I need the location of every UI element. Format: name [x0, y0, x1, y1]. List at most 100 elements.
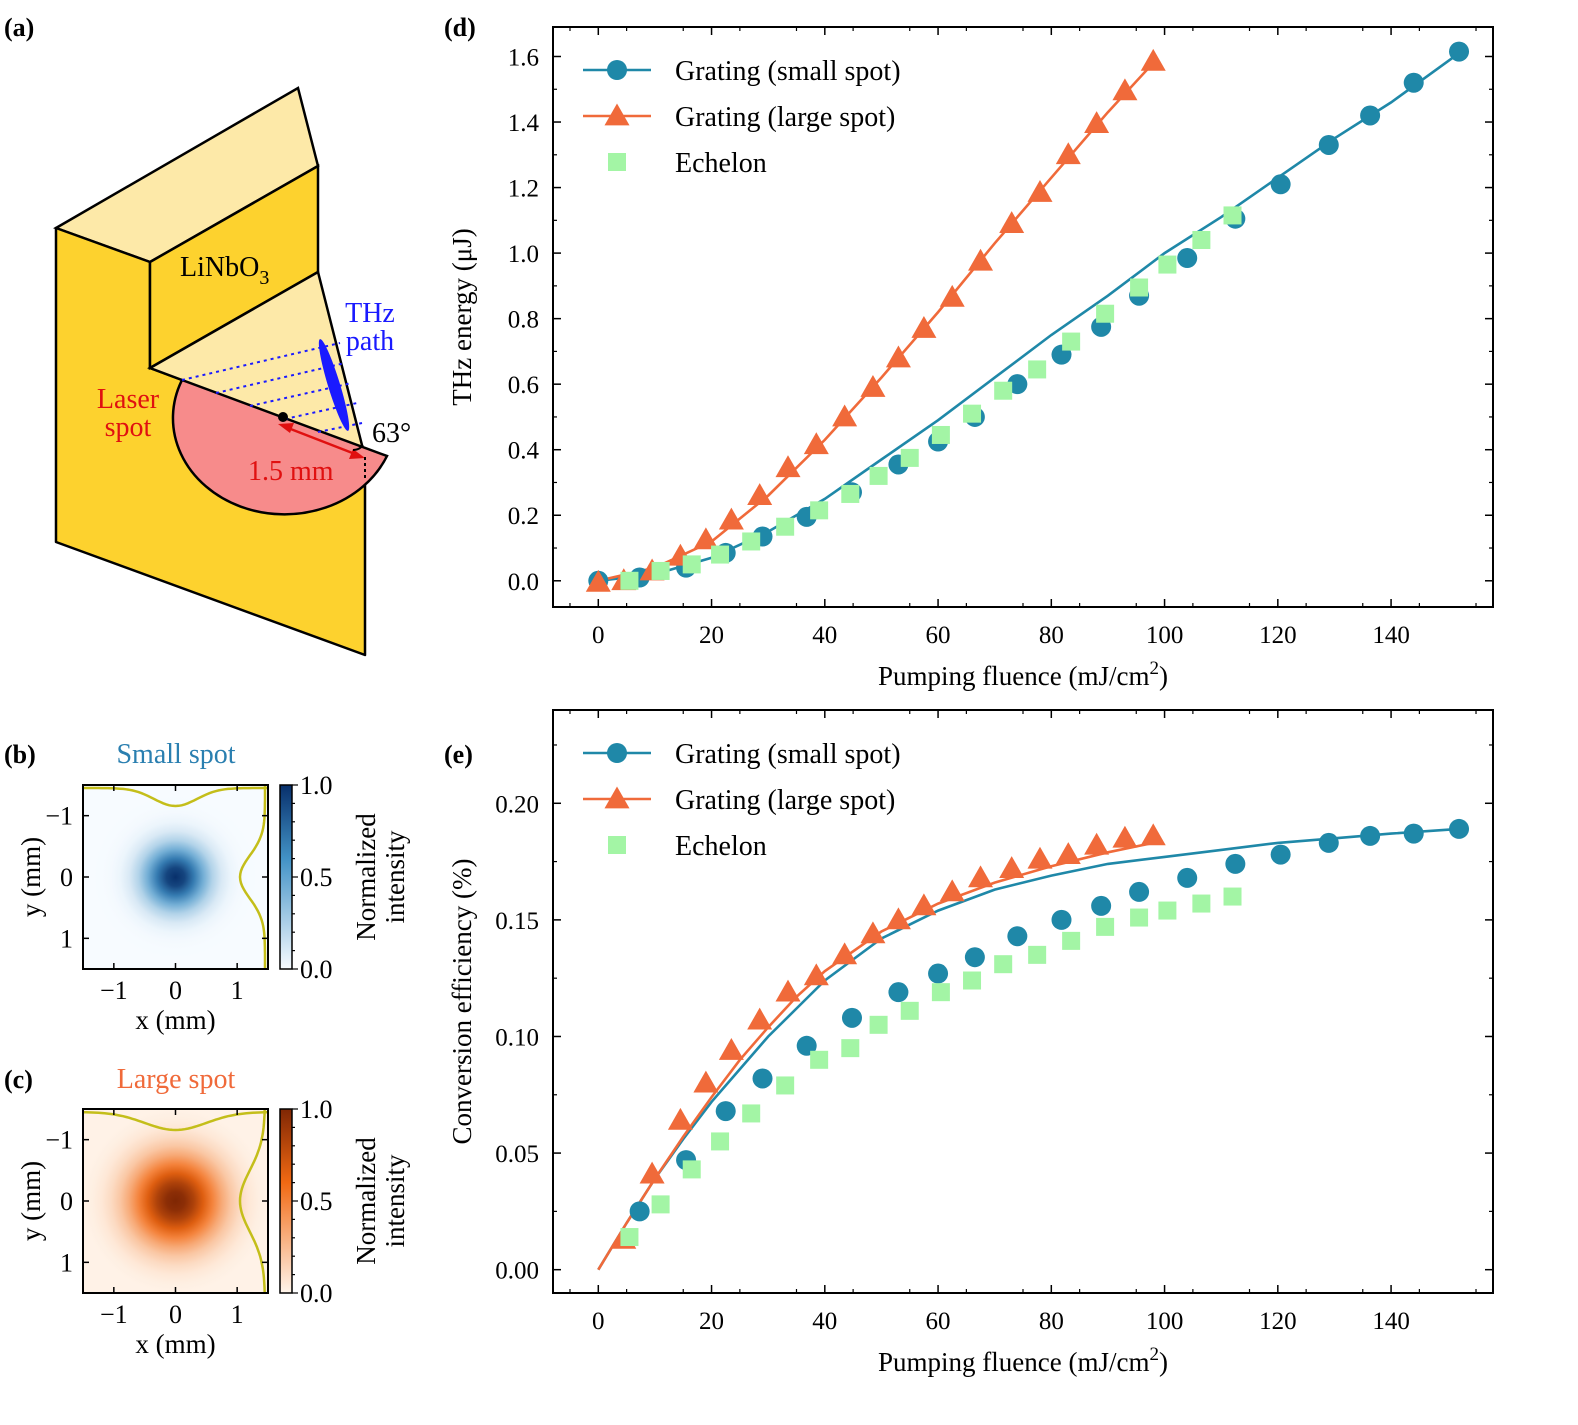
legend-entry: Grating (large spot) [675, 102, 895, 133]
data-point-triangle [803, 432, 829, 455]
data-point-square [711, 545, 730, 564]
colorbar [279, 784, 293, 970]
data-point-triangle [999, 856, 1025, 878]
x-tick-label: 60 [926, 622, 951, 649]
x-tick-label: 80 [1039, 1308, 1064, 1335]
data-point-circle [607, 60, 627, 80]
x-tick-label: 1 [231, 976, 244, 1005]
data-point-circle [1091, 895, 1112, 916]
data-point-square [900, 448, 919, 467]
legend-entry: Echelon [675, 831, 767, 862]
data-point-triangle [693, 1070, 719, 1093]
fit-line [597, 841, 1154, 1271]
data-point-square [711, 1132, 730, 1151]
laser-label-line1: Laser [97, 384, 160, 415]
data-point-square [931, 425, 950, 444]
data-point-circle [1318, 832, 1339, 853]
data-point-triangle [1140, 823, 1166, 846]
data-point-square [1192, 230, 1211, 249]
colorbar-tick-label: 0.5 [300, 863, 333, 892]
y-tick-label: 1 [60, 924, 73, 953]
x-tick-label: 80 [1039, 622, 1064, 649]
data-point-square [620, 571, 639, 590]
x-tick-label: 0 [592, 622, 605, 649]
data-point-square [1096, 917, 1115, 936]
colorbar-label-line1: Normalized [351, 813, 381, 941]
data-point-triangle [1055, 842, 1081, 864]
data-point-square [963, 404, 982, 423]
panel-label-a: (a) [4, 13, 34, 42]
data-point-square [810, 1050, 829, 1069]
data-point-triangle [860, 374, 886, 397]
data-point-triangle [911, 315, 937, 338]
data-point-square [994, 955, 1013, 974]
data-point-square [1028, 360, 1047, 379]
angle-arc [352, 444, 364, 452]
colorbar-label-line2: intensity [380, 830, 410, 923]
data-point-triangle [775, 455, 801, 478]
data-point-square [900, 1001, 919, 1020]
data-point-square [810, 501, 829, 520]
legend-entry: Grating (large spot) [675, 785, 895, 816]
data-point-circle [964, 947, 985, 968]
data-point-triangle [968, 248, 994, 271]
y-profile-line [238, 1108, 266, 1294]
y-tick-label: 0 [60, 863, 73, 892]
colorbar-label-line1: Normalized [351, 1137, 381, 1265]
data-point-square [651, 1195, 670, 1214]
data-point-triangle [693, 527, 719, 550]
y-tick-label: 0.0 [508, 569, 539, 596]
data-point-square [1158, 901, 1177, 920]
colorbar-tick-label: 0.0 [300, 955, 333, 984]
heatmap-intensity [83, 1109, 268, 1293]
x-axis-label: Pumping fluence (mJ/cm2) [878, 658, 1168, 691]
data-point-square [608, 836, 626, 854]
panel-label-c: (c) [4, 1065, 33, 1094]
data-point-square [1130, 278, 1149, 297]
data-point-circle [1007, 926, 1028, 947]
data-point-triangle [1027, 179, 1053, 202]
data-point-circle [928, 963, 949, 984]
y-axis-label: y (mm) [16, 837, 46, 917]
data-point-square [620, 1228, 639, 1247]
data-point-triangle [1112, 78, 1138, 101]
data-point-triangle [939, 284, 965, 307]
x-tick-label: 40 [812, 622, 837, 649]
data-point-square [1062, 332, 1081, 351]
data-point-triangle [832, 404, 858, 427]
colorbar-tick-label: 1.0 [300, 771, 333, 800]
data-point-circle [629, 1201, 650, 1222]
data-point-triangle [939, 879, 965, 902]
data-point-circle [715, 1101, 736, 1122]
data-point-circle [607, 743, 627, 763]
colorbar-tick-label: 0.5 [300, 1187, 333, 1216]
data-point-square [608, 153, 626, 171]
data-point-triangle [885, 907, 911, 930]
data-point-square [963, 971, 982, 990]
data-point-triangle [968, 865, 994, 888]
data-point-square [1028, 945, 1047, 964]
data-point-circle [1225, 853, 1246, 874]
data-point-circle [1360, 105, 1381, 126]
data-point-triangle [585, 569, 611, 592]
data-point-circle [1270, 174, 1291, 195]
x-tick-label: 140 [1372, 622, 1410, 649]
data-point-triangle [604, 786, 630, 809]
data-point-square [1223, 206, 1242, 225]
data-point-square [869, 1015, 888, 1034]
thz-label-line2: path [346, 326, 394, 357]
data-point-circle [1177, 867, 1198, 888]
crystal-label: LiNbO3 [180, 252, 269, 289]
data-point-circle [1449, 41, 1470, 62]
data-point-square [1130, 908, 1149, 927]
data-point-circle [752, 1068, 773, 1089]
data-point-circle [1360, 825, 1381, 846]
data-point-triangle [1084, 111, 1110, 134]
legend-entry: Grating (small spot) [675, 739, 901, 770]
data-point-triangle [639, 1161, 665, 1184]
plot-frame [552, 26, 1494, 608]
angle-label: 63° [372, 418, 411, 449]
